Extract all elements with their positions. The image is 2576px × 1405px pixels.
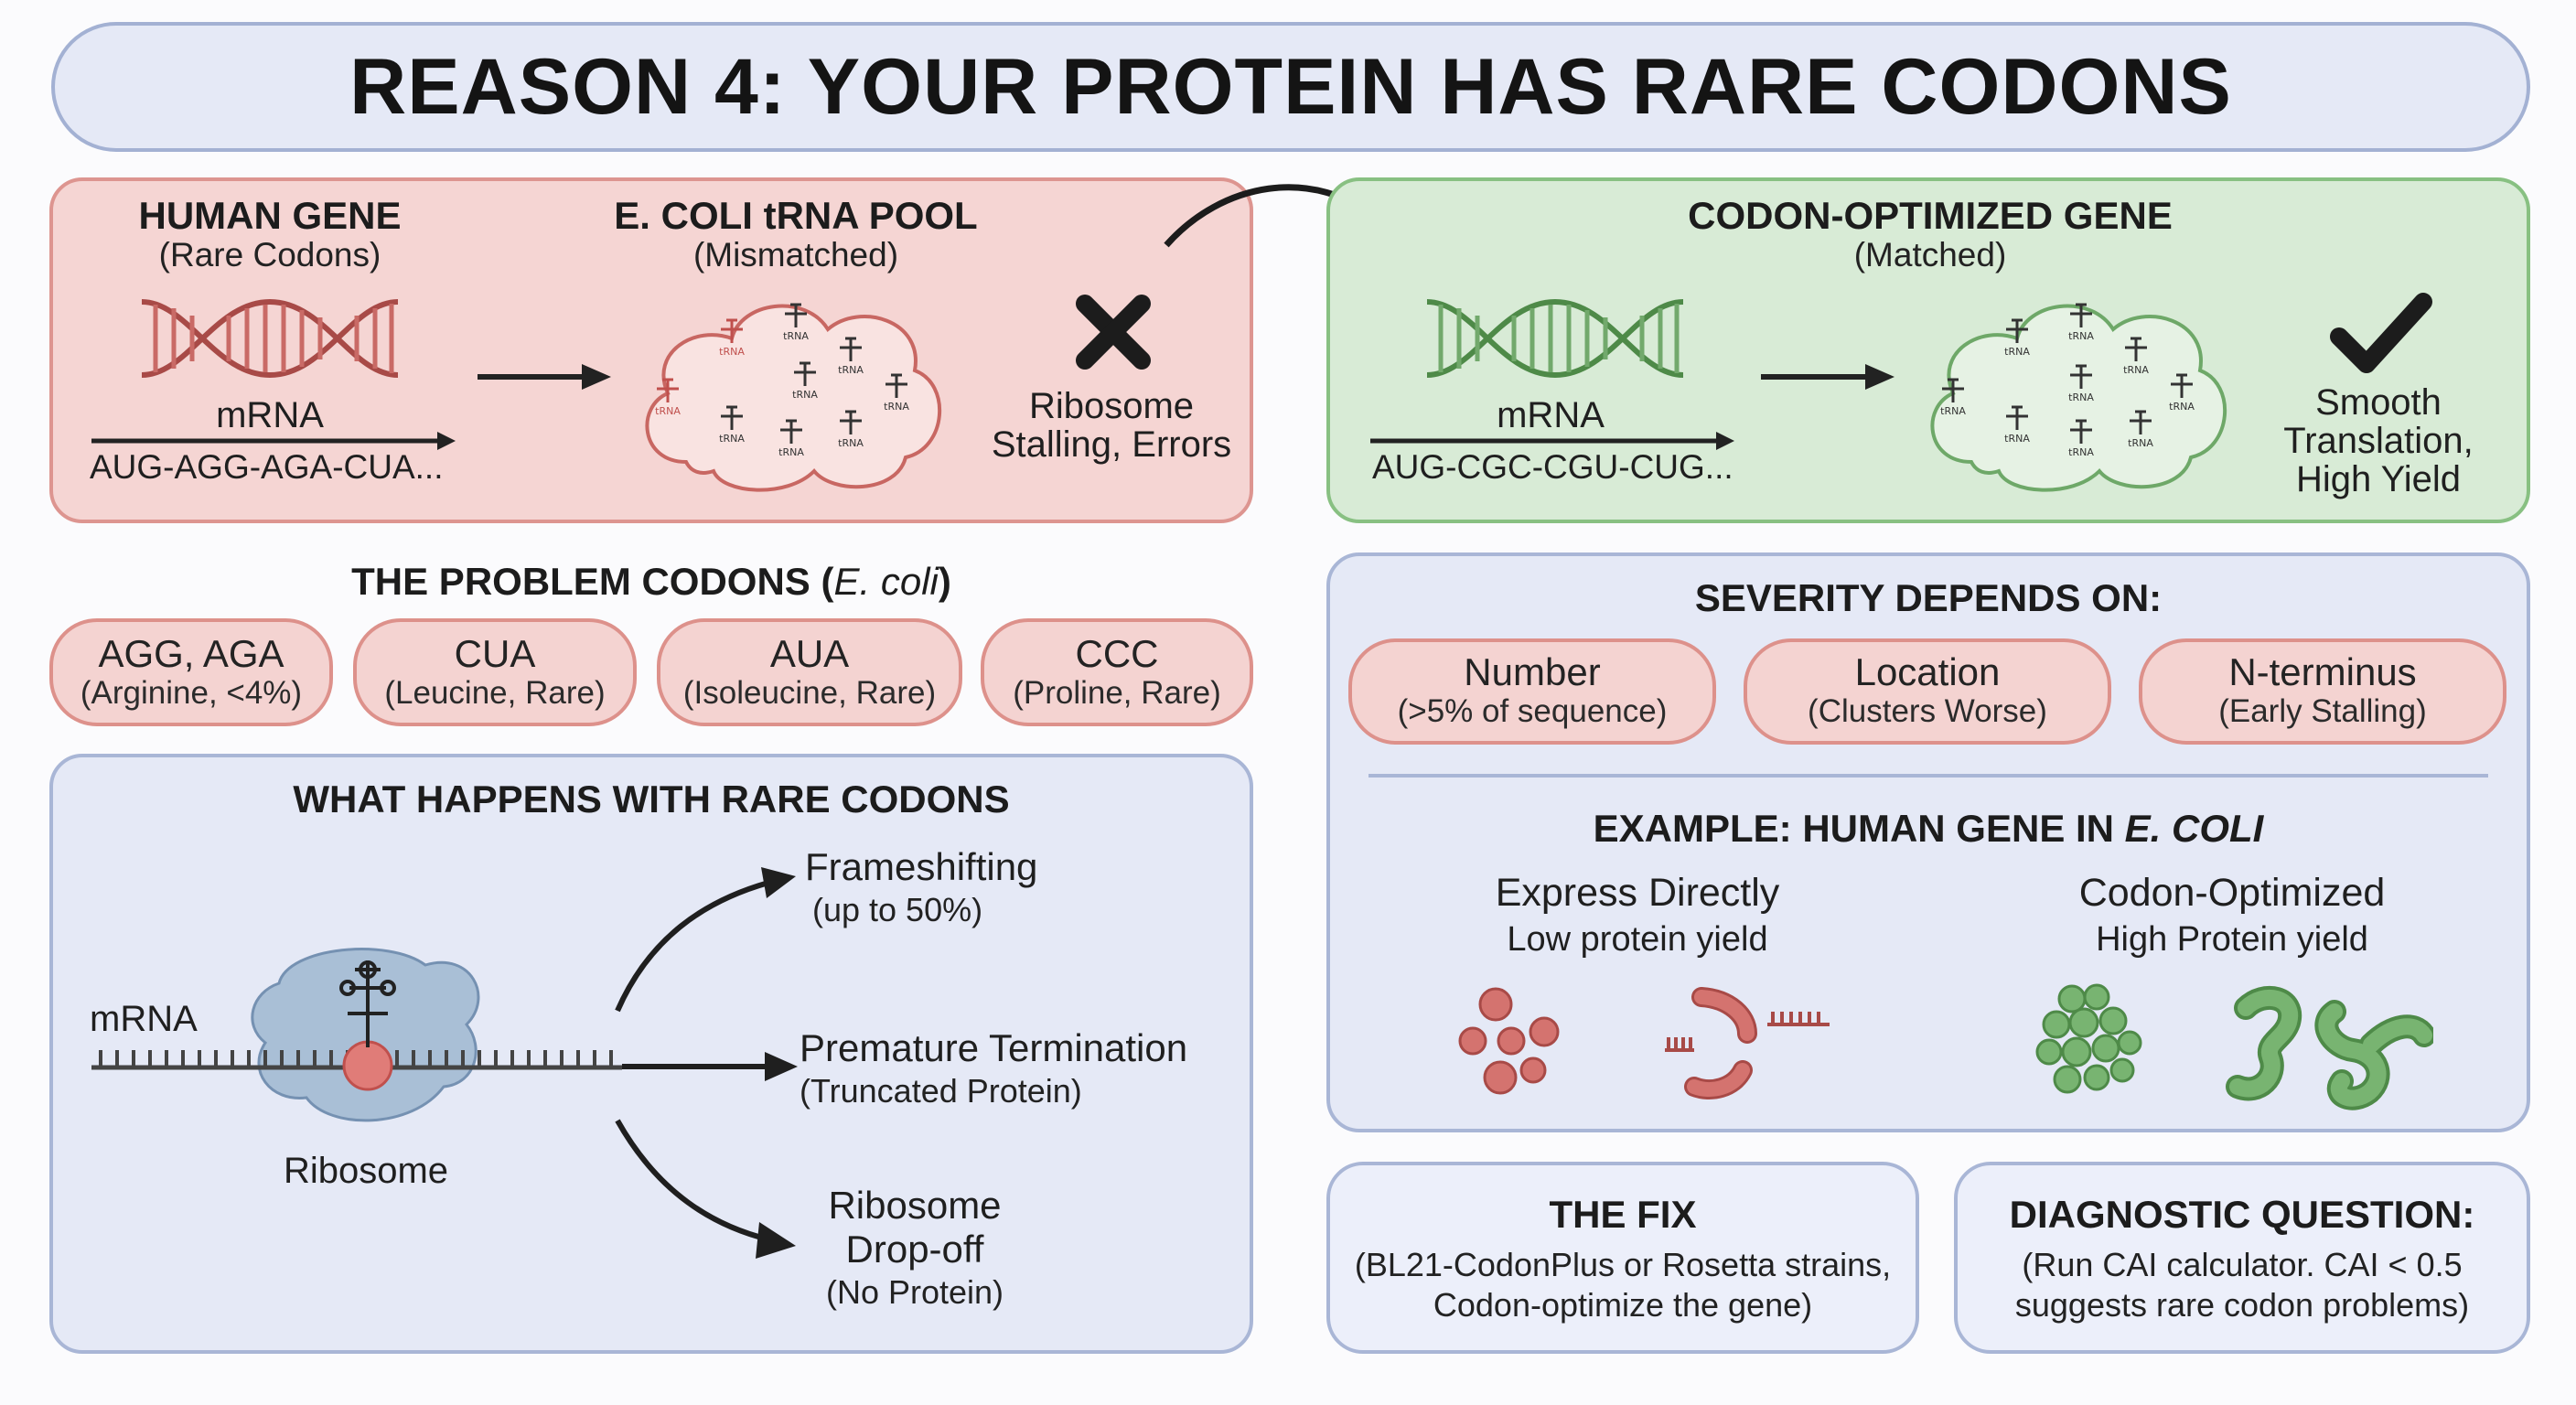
diagnostic-line1: (Run CAI calculator. CAI < 0.5	[2022, 1246, 2463, 1283]
diagnostic-title: DIAGNOSTIC QUESTION:	[2009, 1193, 2475, 1236]
outcome-frameshifting: Frameshifting	[805, 845, 1038, 888]
trna-label: tRNA	[792, 389, 818, 401]
arrow-icon	[1761, 364, 1894, 390]
codon-pill-leucine: CUA(Leucine, Rare)	[353, 618, 637, 726]
codon-pill-arginine: AGG, AGA(Arginine, <4%)	[49, 618, 333, 726]
trna-label: tRNA	[719, 346, 745, 358]
codon-optimized-title: Codon-Optimized	[2078, 871, 2386, 915]
express-directly-title: Express Directly	[1495, 871, 1780, 915]
mrna-arrow-icon	[91, 432, 456, 450]
severity-pill-n-terminus: N-terminus(Early Stalling)	[2139, 638, 2506, 745]
outcome-premature-termination: Premature Termination	[800, 1026, 1188, 1069]
trna-label: tRNA	[719, 433, 745, 445]
diagnostic-line2: suggests rare codon problems)	[2014, 1286, 2470, 1324]
human-gene-subtitle: (Rare Codons)	[158, 236, 381, 273]
high-yield-protein-icon	[2035, 983, 2433, 1110]
smooth-line3: High Yield	[2295, 459, 2462, 499]
trna-label: tRNA	[2068, 446, 2094, 458]
x-mark-icon	[1076, 295, 1151, 370]
trna-label: tRNA	[884, 401, 909, 413]
trna-label: tRNA	[2169, 401, 2195, 413]
trna-label: tRNA	[2068, 391, 2094, 403]
fix-panel	[1326, 1162, 1919, 1354]
trna-label: tRNA	[2004, 346, 2030, 358]
page-title: REASON 4: YOUR PROTEIN HAS RARE CODONS	[349, 43, 2232, 131]
example-title: EXAMPLE: HUMAN GENE IN E. COLI	[1593, 807, 2264, 850]
trna-label: tRNA	[838, 364, 864, 376]
trna-label: tRNA	[2123, 364, 2149, 376]
diagnostic-panel	[1954, 1162, 2530, 1354]
outcome-ribosome-dropoff-2: Drop-off	[845, 1228, 984, 1271]
smooth-line1: Smooth	[2315, 382, 2442, 423]
what-happens-title: WHAT HAPPENS WITH RARE CODONS	[293, 778, 1010, 820]
trna-label: tRNA	[655, 405, 681, 417]
express-directly-subtitle: Low protein yield	[1507, 920, 1768, 959]
trna-cloud-icon: tRNA tRNA tRNA tRNA tRNA tRNA tRNA tRNA …	[645, 303, 942, 492]
mrna-arrow-icon	[1370, 432, 1734, 450]
fix-line1: (BL21-CodonPlus or Rosetta strains,	[1354, 1246, 1892, 1283]
smooth-line2: Translation,	[2283, 421, 2474, 461]
optimized-gene-title: CODON-OPTIMIZED GENE	[1688, 194, 2173, 237]
trna-label: tRNA	[1940, 405, 1966, 417]
trna-label: tRNA	[2068, 330, 2094, 342]
codon-pill-proline: CCC(Proline, Rare)	[981, 618, 1253, 726]
outcome-ribosome-dropoff-detail: (No Protein)	[825, 1273, 1004, 1311]
trna-label: tRNA	[838, 437, 864, 449]
severity-pill-location: Location(Clusters Worse)	[1744, 638, 2111, 745]
trna-cloud-icon: tRNA tRNA tRNA tRNA tRNA tRNA tRNA tRNA tRNA	[1930, 303, 2227, 492]
optimized-mrna-label: mRNA	[1497, 395, 1605, 435]
codon-pill-isoleucine: AUA(Isoleucine, Rare)	[657, 618, 962, 726]
severity-divider	[1368, 774, 2488, 778]
human-mrna-label: mRNA	[216, 395, 324, 435]
severity-pill-number: Number(>5% of sequence)	[1348, 638, 1716, 745]
optimized-gene-panel	[1326, 177, 2530, 523]
trna-label: tRNA	[2128, 437, 2153, 449]
trna-label: tRNA	[2004, 433, 2030, 445]
arrow-icon	[478, 364, 611, 390]
title-banner	[51, 22, 2530, 152]
trna-pool-title: E. COLI tRNA POOL	[614, 194, 978, 237]
trna-label: tRNA	[778, 446, 804, 458]
outcome-premature-termination-detail: (Truncated Protein)	[800, 1072, 1082, 1110]
low-yield-protein-icon	[1458, 987, 1830, 1099]
ribosome-label: Ribosome	[283, 1151, 449, 1191]
human-gene-title: HUMAN GENE	[138, 194, 402, 237]
trna-label: tRNA	[783, 330, 809, 342]
severity-title: SEVERITY DEPENDS ON:	[1694, 576, 2163, 619]
dna-helix-icon	[1426, 298, 1684, 379]
dna-helix-icon	[141, 298, 399, 379]
outcome-frameshifting-detail: (up to 50%)	[812, 891, 983, 928]
ribosome-diagram	[91, 948, 622, 1122]
optimized-mrna-sequence: AUG-CGC-CGU-CUG...	[1372, 448, 1733, 486]
codon-optimized-subtitle: High Protein yield	[2096, 920, 2368, 959]
rare-codon-panel	[49, 177, 1253, 523]
outcome-ribosome-dropoff: Ribosome	[828, 1184, 1002, 1227]
human-mrna-sequence: AUG-AGG-AGA-CUA...	[90, 448, 444, 486]
stalling-line1: Ribosome	[1028, 386, 1195, 426]
check-mark-icon	[2330, 293, 2432, 373]
trna-pool-subtitle: (Mismatched)	[692, 236, 899, 273]
ribosome-mrna-label: mRNA	[90, 999, 198, 1039]
stalling-line2: Stalling, Errors	[991, 424, 1232, 465]
fix-title: THE FIX	[1549, 1193, 1697, 1236]
optimized-gene-subtitle: (Matched)	[1853, 236, 2007, 273]
fix-line2: Codon-optimize the gene)	[1433, 1286, 1813, 1324]
problem-codons-title: THE PROBLEM CODONS (E. coli)	[351, 560, 951, 603]
outcome-arrows	[615, 867, 798, 1259]
